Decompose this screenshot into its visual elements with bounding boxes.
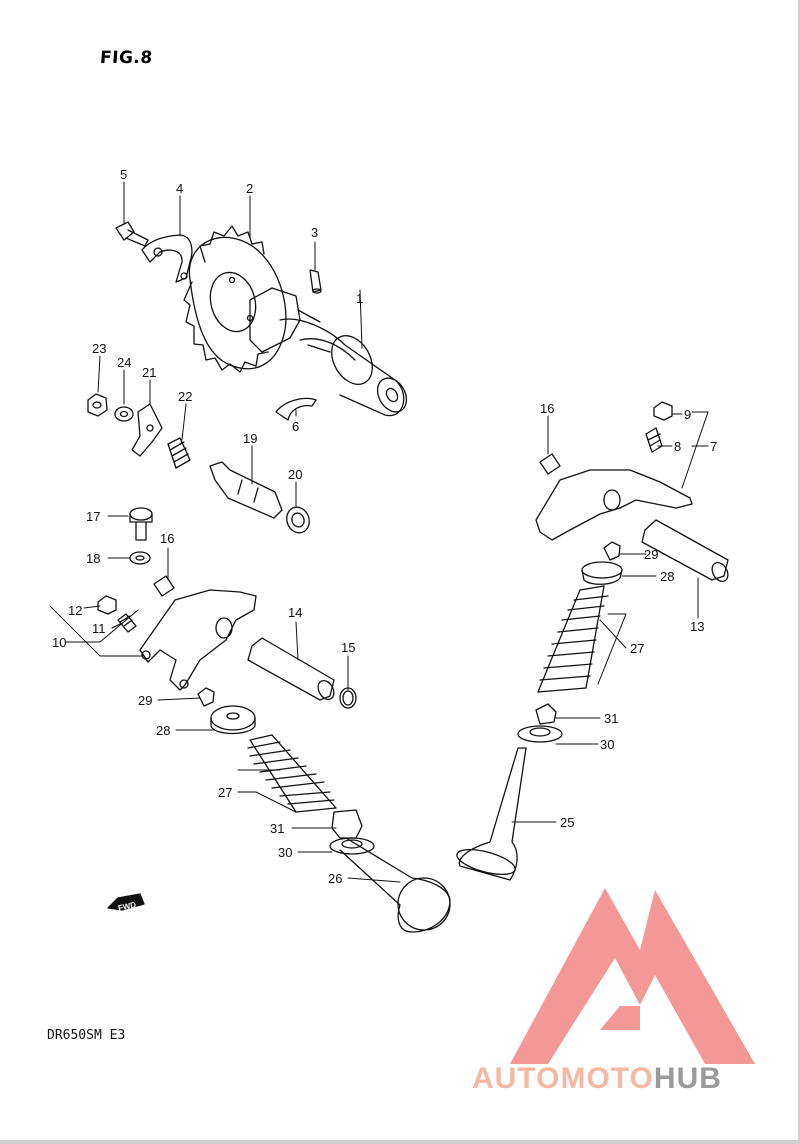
- callout-29-left: 29: [138, 693, 153, 708]
- dowel-pin: [309, 269, 322, 294]
- rocker-shaft-14: [247, 637, 335, 701]
- fwd-arrow: [107, 893, 145, 911]
- brand-text-part-2: HUB: [653, 1062, 722, 1095]
- callout-22: 22: [178, 389, 193, 404]
- decomp-shaft: [209, 461, 283, 519]
- valve-25: [456, 747, 527, 881]
- callout-30-right: 30: [600, 737, 615, 752]
- rocker-shim-16-right: [539, 453, 561, 475]
- callout-28-left: 28: [156, 723, 171, 738]
- bolt: [115, 221, 149, 247]
- nut-12: [97, 595, 117, 615]
- callout-4: 4: [176, 181, 184, 196]
- callout-16-right: 16: [540, 401, 555, 416]
- lock-nut: [87, 393, 108, 417]
- callout-3: 3: [311, 225, 319, 240]
- adjust-screw-8: [645, 427, 663, 453]
- callout-17: 17: [86, 509, 101, 524]
- cotter-29-right: [603, 541, 621, 561]
- callout-6: 6: [292, 419, 300, 434]
- washer-18: [129, 551, 151, 565]
- callout-23: 23: [92, 341, 107, 356]
- callout-20: 20: [288, 467, 303, 482]
- callout-28-right: 28: [660, 569, 675, 584]
- callout-21: 21: [142, 365, 157, 380]
- callout-10: 10: [52, 635, 67, 650]
- watermark-logo: [510, 888, 755, 1064]
- seal-31-right: [535, 703, 557, 725]
- oil-seal: [286, 506, 310, 534]
- callout-29-right: 29: [644, 547, 659, 562]
- page-bottom-border: [0, 1140, 800, 1144]
- seat-30-left: [329, 837, 375, 855]
- retainer-bracket: [141, 234, 193, 283]
- decomp-spring: [167, 437, 191, 469]
- callout-1: 1: [356, 291, 364, 306]
- springs-27-left: [247, 734, 337, 813]
- camshaft: [249, 287, 408, 417]
- washer: [114, 406, 134, 422]
- callout-2: 2: [246, 181, 254, 196]
- adjust-screw-11: [117, 613, 137, 633]
- callout-25: 25: [560, 815, 575, 830]
- nut-9: [653, 401, 673, 421]
- callout-24: 24: [117, 355, 132, 370]
- rocker-shim-16-left: [153, 575, 175, 597]
- callout-16-left: 16: [160, 531, 175, 546]
- callout-8: 8: [674, 439, 682, 454]
- watermark-brand-text: AUTOMOTOHUB: [472, 1062, 722, 1096]
- callout-30-left: 30: [278, 845, 293, 860]
- rocker-shaft-13: [641, 519, 729, 582]
- callout-11: 11: [92, 621, 106, 636]
- brand-text-part-1: AUTOMOTO: [472, 1062, 654, 1095]
- callout-31-left: 31: [270, 821, 285, 836]
- callout-18: 18: [86, 551, 101, 566]
- valve-26: [339, 837, 451, 933]
- callout-15: 15: [341, 640, 356, 655]
- model-code: DR650SM E3: [47, 1028, 126, 1043]
- callout-27-right: 27: [630, 641, 645, 656]
- seat-30-right: [517, 725, 563, 743]
- callout-19: 19: [243, 431, 258, 446]
- retainer-28-right: [581, 561, 623, 585]
- screw-17: [129, 507, 153, 541]
- callout-12: 12: [68, 603, 83, 618]
- callout-26: 26: [328, 871, 343, 886]
- cotter-29-left: [197, 687, 215, 707]
- callout-31-right: 31: [604, 711, 619, 726]
- leader-lines: [49, 181, 709, 883]
- callout-13: 13: [690, 619, 705, 634]
- callout-5: 5: [120, 167, 128, 182]
- o-ring-15: [339, 687, 357, 709]
- seal-31-left: [331, 809, 363, 839]
- rocker-arm-left: [139, 589, 257, 691]
- decomp-plate: [131, 403, 163, 457]
- callout-9: 9: [684, 407, 692, 422]
- callout-27-left: 27: [218, 785, 233, 800]
- callout-7: 7: [710, 439, 718, 454]
- retainer-28-left: [210, 705, 256, 735]
- springs-27-right: [537, 585, 609, 693]
- callout-14: 14: [288, 605, 303, 620]
- rocker-arm-right: [535, 469, 693, 541]
- circlip: [275, 397, 317, 421]
- cam-sprocket: [183, 225, 287, 373]
